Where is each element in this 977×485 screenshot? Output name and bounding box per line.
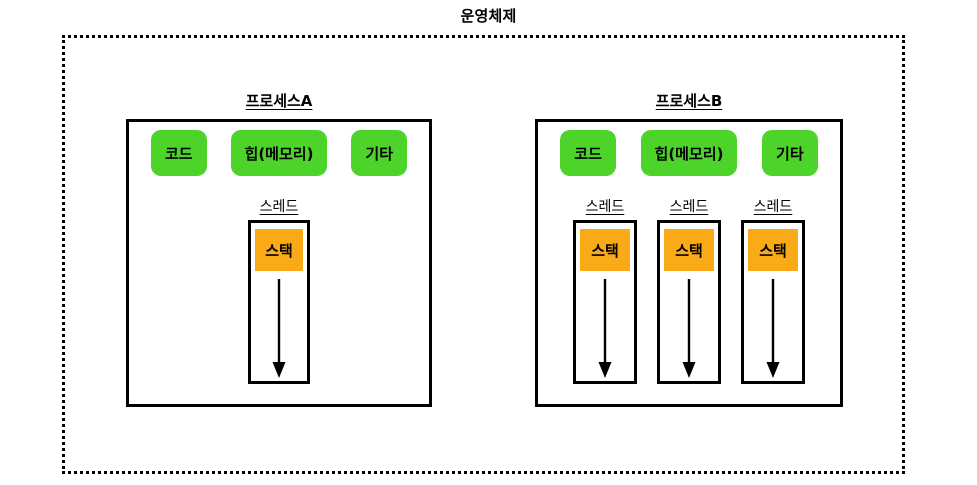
- stack-box: 스택: [255, 229, 303, 271]
- thread: 스레드 스택: [248, 198, 310, 384]
- thread-label: 스레드: [669, 199, 709, 215]
- os-title: 운영체제: [460, 7, 517, 25]
- thread-label: 스레드: [585, 199, 625, 215]
- stack-growth-arrow-icon: [271, 279, 287, 379]
- process-b-label: 프로세스B: [655, 92, 723, 110]
- process-a: 프로세스A 코드 힙(메모리) 기타 스레드 스택: [126, 91, 432, 407]
- process-b-segments: 코드 힙(메모리) 기타: [538, 122, 840, 184]
- segment-heap: 힙(메모리): [640, 130, 738, 176]
- stack-growth-arrow-icon: [597, 279, 613, 379]
- thread-label: 스레드: [753, 199, 793, 215]
- process-a-box: 코드 힙(메모리) 기타 스레드 스택: [126, 119, 432, 407]
- process-a-threads: 스레드 스택: [129, 198, 429, 384]
- stack-box: 스택: [580, 229, 630, 271]
- thread-label: 스레드: [259, 199, 299, 215]
- process-b: 프로세스B 코드 힙(메모리) 기타 스레드 스택: [535, 91, 843, 407]
- segment-heap: 힙(메모리): [230, 130, 328, 176]
- thread: 스레드 스택: [657, 198, 721, 384]
- thread-box: 스택: [248, 220, 310, 384]
- thread-box: 스택: [573, 220, 637, 384]
- stack-box: 스택: [664, 229, 714, 271]
- segment-code: 코드: [150, 130, 207, 176]
- process-b-threads: 스레드 스택 스레드 스택: [538, 198, 840, 384]
- segment-code: 코드: [560, 130, 616, 176]
- thread-box: 스택: [741, 220, 805, 384]
- thread-box: 스택: [657, 220, 721, 384]
- process-a-segments: 코드 힙(메모리) 기타: [129, 122, 429, 184]
- process-a-label: 프로세스A: [245, 92, 313, 110]
- segment-other: 기타: [762, 130, 818, 176]
- stack-growth-arrow-icon: [765, 279, 781, 379]
- process-b-box: 코드 힙(메모리) 기타 스레드 스택: [535, 119, 843, 407]
- thread: 스레드 스택: [741, 198, 805, 384]
- segment-other: 기타: [351, 130, 408, 176]
- stack-growth-arrow-icon: [681, 279, 697, 379]
- thread: 스레드 스택: [573, 198, 637, 384]
- stack-box: 스택: [748, 229, 798, 271]
